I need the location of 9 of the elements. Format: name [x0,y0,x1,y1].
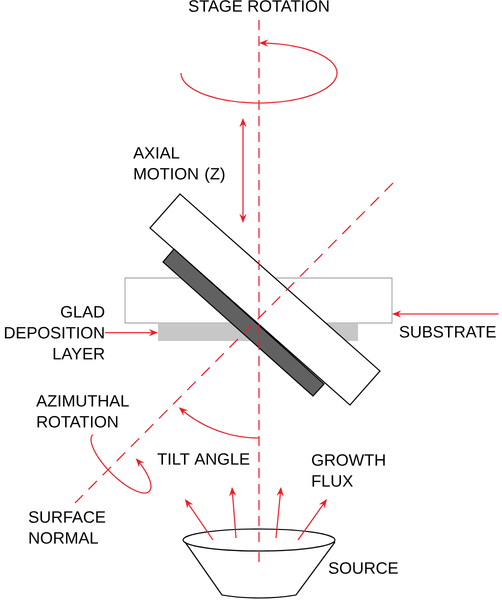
callout-text: SUBSTRATE [400,326,496,338]
annotation-text: AXIAL MOTION (Z) [133,147,224,183]
callout-text: GLAD DEPOSITION LAYER [4,306,104,360]
annotation-text: STAGE ROTATION [188,0,328,12]
annotation-text: TILT ANGLE [158,453,250,465]
annotation-text: SURFACE NORMAL [28,511,106,544]
annotation-text: GROWTH FLUX [312,454,385,487]
annotation-text: AZIMUTHAL ROTATION [36,395,129,428]
annotation-text: SOURCE [328,562,398,574]
